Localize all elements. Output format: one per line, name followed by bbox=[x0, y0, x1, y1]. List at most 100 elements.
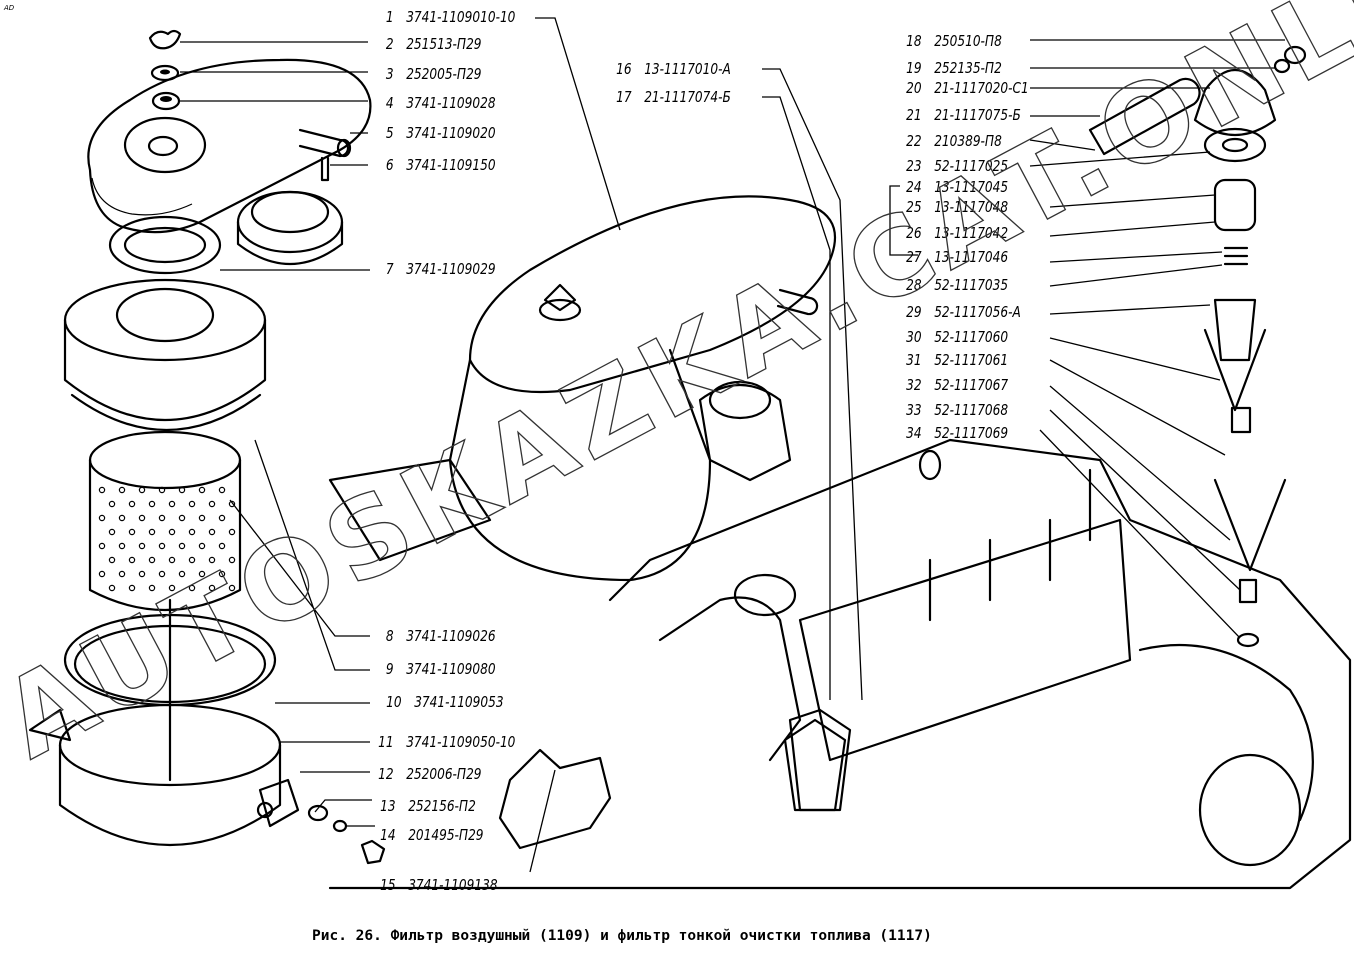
part-code: 52-1117056-А bbox=[934, 303, 1021, 321]
bracket-part-15 bbox=[498, 748, 612, 850]
part-code: 252005-П29 bbox=[406, 65, 482, 83]
perforation-dot bbox=[218, 486, 226, 494]
part-number: 8 bbox=[385, 627, 394, 645]
filter-housing-upper bbox=[63, 278, 267, 431]
part-label-20: 20 21-1117020-С1 bbox=[900, 79, 1029, 97]
part-number: 24 bbox=[906, 178, 922, 196]
perforation-dot bbox=[188, 584, 196, 592]
engine-block bbox=[328, 380, 1352, 890]
part-label-32: 32 52-1117067 bbox=[900, 376, 1008, 394]
part-code: 21-1117020-С1 bbox=[934, 79, 1029, 97]
part-number: 12 bbox=[378, 765, 394, 783]
lower-housing-part-11 bbox=[28, 598, 300, 847]
perforation-dot bbox=[218, 542, 226, 550]
perforation-dot bbox=[228, 528, 236, 536]
perforation-dot bbox=[158, 514, 166, 522]
part-code: 210389-П8 bbox=[934, 132, 1002, 150]
perforation-dot bbox=[188, 500, 196, 508]
part-code: 3741-1109028 bbox=[406, 94, 496, 112]
perforation-dot bbox=[98, 514, 106, 522]
part-number: 32 bbox=[906, 376, 922, 394]
part-code: 13-1117045 bbox=[934, 178, 1009, 196]
part-number: 25 bbox=[906, 198, 922, 216]
part-code: 3741-1109053 bbox=[414, 693, 504, 711]
perforation-dot bbox=[198, 514, 206, 522]
perforation-dot bbox=[208, 500, 216, 508]
part-number: 31 bbox=[906, 351, 922, 369]
perforation-dot bbox=[168, 584, 176, 592]
perforation-dot bbox=[118, 486, 126, 494]
filter-cover-part-5 bbox=[87, 58, 372, 234]
part-number: 28 bbox=[906, 276, 922, 294]
part-label-31: 31 52-1117061 bbox=[900, 351, 1008, 369]
part-code: 13-1117042 bbox=[934, 224, 1009, 242]
perforation-dot bbox=[228, 584, 236, 592]
lock-washer-part-13 bbox=[332, 819, 348, 833]
perforation-dot bbox=[188, 556, 196, 564]
part-number: 3 bbox=[385, 65, 394, 83]
part-code: 52-1117067 bbox=[934, 376, 1009, 394]
part-code: 13-1117048 bbox=[934, 198, 1009, 216]
perforation-dot bbox=[158, 542, 166, 550]
part-code: 3741-1109150 bbox=[406, 156, 496, 174]
part-code: 21-1117075-Б bbox=[934, 106, 1021, 124]
part-code: 3741-1109138 bbox=[408, 876, 498, 894]
part-number: 1 bbox=[385, 8, 394, 26]
perforation-dot bbox=[208, 556, 216, 564]
part-label-3: 3 252005-П29 bbox=[372, 65, 482, 83]
part-label-14: 14 201495-П29 bbox=[374, 826, 484, 844]
perforation-dot bbox=[228, 500, 236, 508]
filter-element-part-8 bbox=[88, 430, 242, 611]
part-code: 13-1117010-А bbox=[644, 60, 731, 78]
part-number: 14 bbox=[380, 826, 396, 844]
part-code: 52-1117061 bbox=[934, 351, 1009, 369]
perforation-dot bbox=[98, 486, 106, 494]
leader-lines bbox=[180, 17, 1285, 873]
part-number: 17 bbox=[616, 88, 632, 106]
part-code: 13-1117046 bbox=[934, 248, 1009, 266]
part-label-28: 28 52-1117035 bbox=[900, 276, 1008, 294]
part-code: 252135-П2 bbox=[934, 59, 1002, 77]
perforation-dot bbox=[138, 570, 146, 578]
part-code: 201495-П29 bbox=[408, 826, 484, 844]
part-number: 27 bbox=[906, 248, 922, 266]
perforation-dot bbox=[178, 486, 186, 494]
part-label-24: 24 13-1117045 bbox=[900, 178, 1008, 196]
wing-nut-part-2 bbox=[148, 29, 182, 50]
part-code: 252006-П29 bbox=[406, 765, 482, 783]
perforation-dot bbox=[138, 486, 146, 494]
perforation-dot bbox=[228, 556, 236, 564]
perforation-dot bbox=[98, 542, 106, 550]
part-number: 20 bbox=[906, 79, 922, 97]
perforation-dot bbox=[178, 514, 186, 522]
part-number: 10 bbox=[386, 693, 402, 711]
assembled-air-filter bbox=[328, 195, 837, 582]
part-code: 251513-П29 bbox=[406, 35, 482, 53]
perforation-dot bbox=[138, 542, 146, 550]
perforation-dot bbox=[188, 528, 196, 536]
bolt-part-14 bbox=[360, 839, 386, 865]
perforation-dot bbox=[198, 542, 206, 550]
perforation-dot bbox=[168, 500, 176, 508]
part-number: 21 bbox=[906, 106, 922, 124]
part-code: 3741-1109080 bbox=[406, 660, 496, 678]
part-code: 52-1117035 bbox=[934, 276, 1009, 294]
perforation-dot bbox=[178, 542, 186, 550]
part-code: 3741-1109026 bbox=[406, 627, 496, 645]
perforation-dot bbox=[108, 500, 116, 508]
part-label-21: 21 21-1117075-Б bbox=[900, 106, 1021, 124]
perforation-dot bbox=[108, 584, 116, 592]
